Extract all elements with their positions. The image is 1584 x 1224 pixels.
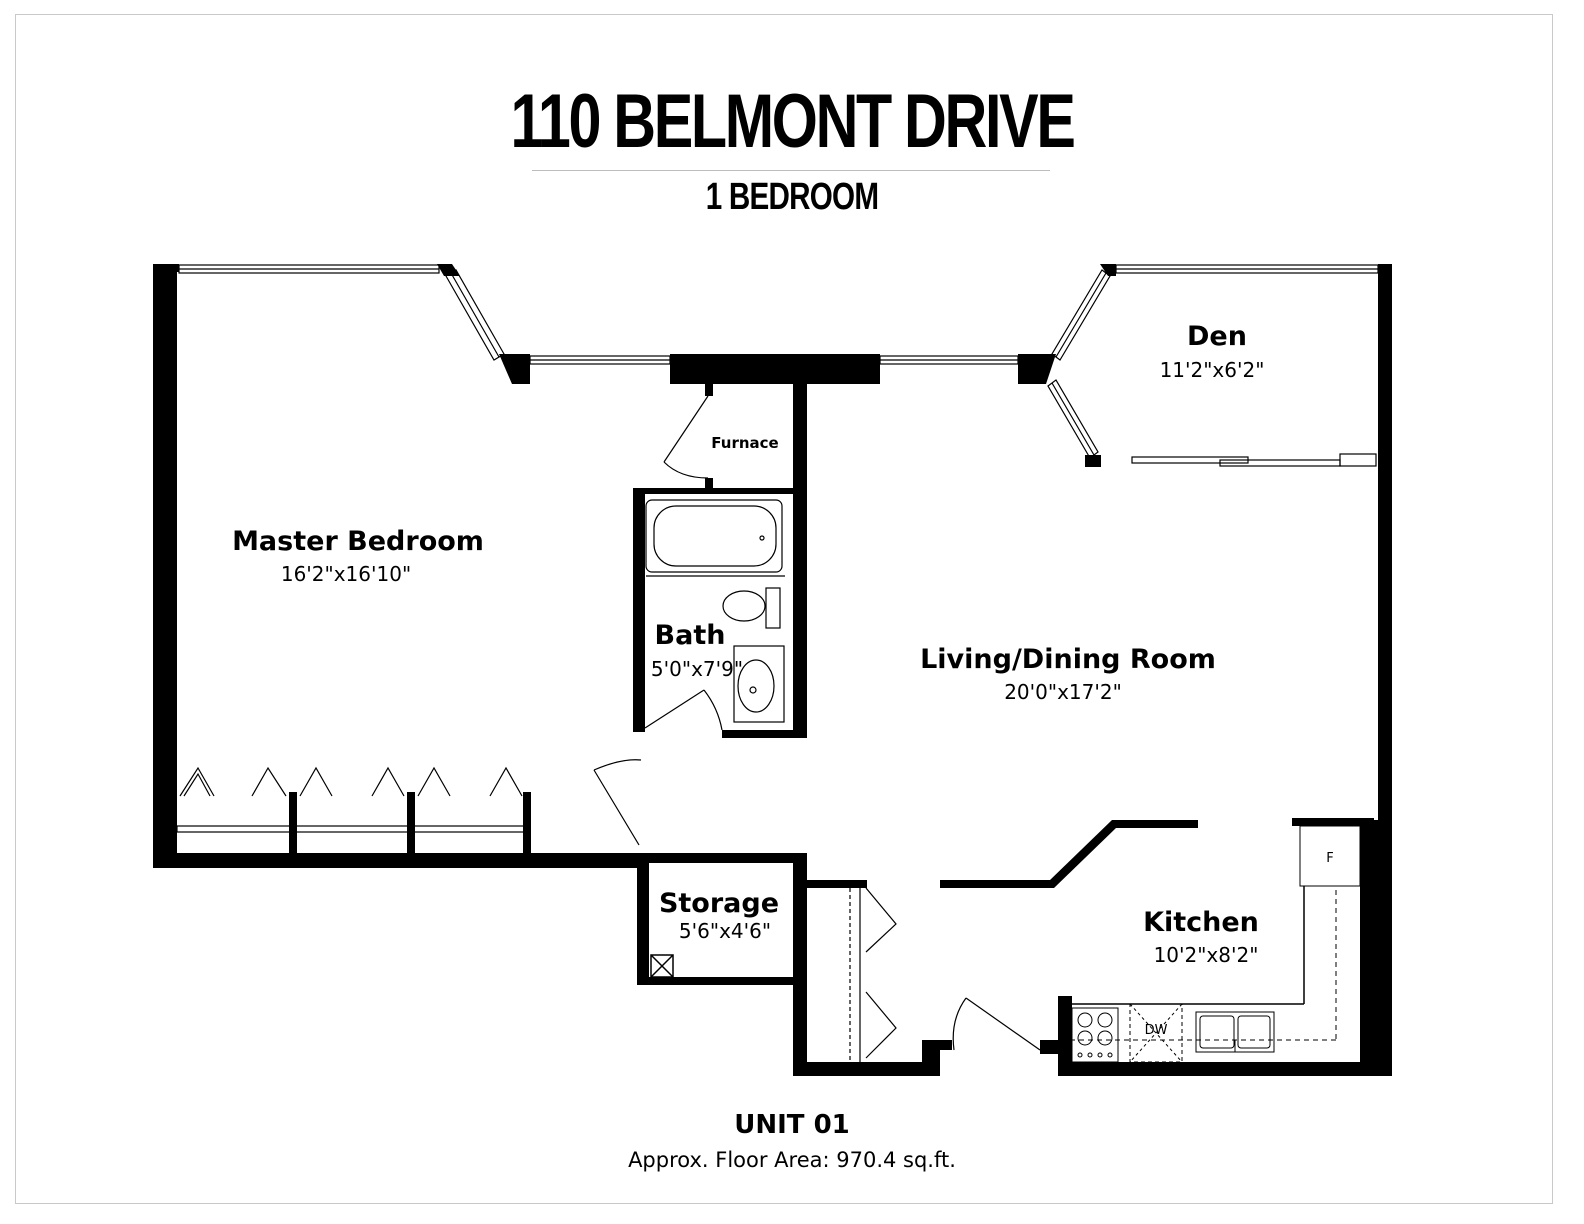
- room-name-storage: Storage: [659, 888, 779, 919]
- room-name-bath: Bath: [655, 620, 726, 651]
- room-dims-living-dining: 20'0"x17'2": [1004, 680, 1122, 704]
- walls: [153, 264, 1392, 1076]
- dishwasher-label: DW: [1145, 1023, 1168, 1038]
- room-dims-kitchen: 10'2"x8'2": [1154, 943, 1259, 967]
- room-dims-den: 11'2"x6'2": [1160, 358, 1265, 382]
- room-dims-storage: 5'6"x4'6": [679, 919, 771, 943]
- closet-bifolds: [176, 766, 528, 833]
- room-dims-bath: 5'0"x7'9": [651, 657, 743, 681]
- fridge-label: F: [1326, 851, 1333, 866]
- unit-number: UNIT 01: [734, 1110, 850, 1140]
- windows: [178, 264, 1379, 467]
- room-name-den: Den: [1187, 321, 1247, 352]
- bath-fixtures: [645, 499, 785, 723]
- unit-type-subtitle: 1 BEDROOM: [705, 176, 879, 218]
- property-title: 110 BELMONT DRIVE: [510, 79, 1075, 164]
- floor-area: Approx. Floor Area: 970.4 sq.ft.: [628, 1148, 956, 1172]
- doors: [593, 395, 1041, 1062]
- room-name-furnace: Furnace: [711, 434, 778, 452]
- room-name-living-dining: Living/Dining Room: [920, 644, 1216, 675]
- title-divider: [532, 170, 1050, 171]
- water-heater-icon: [650, 954, 674, 978]
- room-name-kitchen: Kitchen: [1143, 907, 1259, 938]
- room-name-master-bedroom: Master Bedroom: [232, 526, 484, 557]
- room-dims-master-bedroom: 16'2"x16'10": [281, 562, 411, 586]
- page-frame: [15, 14, 1553, 1204]
- kitchen-fixtures: [1071, 825, 1361, 1063]
